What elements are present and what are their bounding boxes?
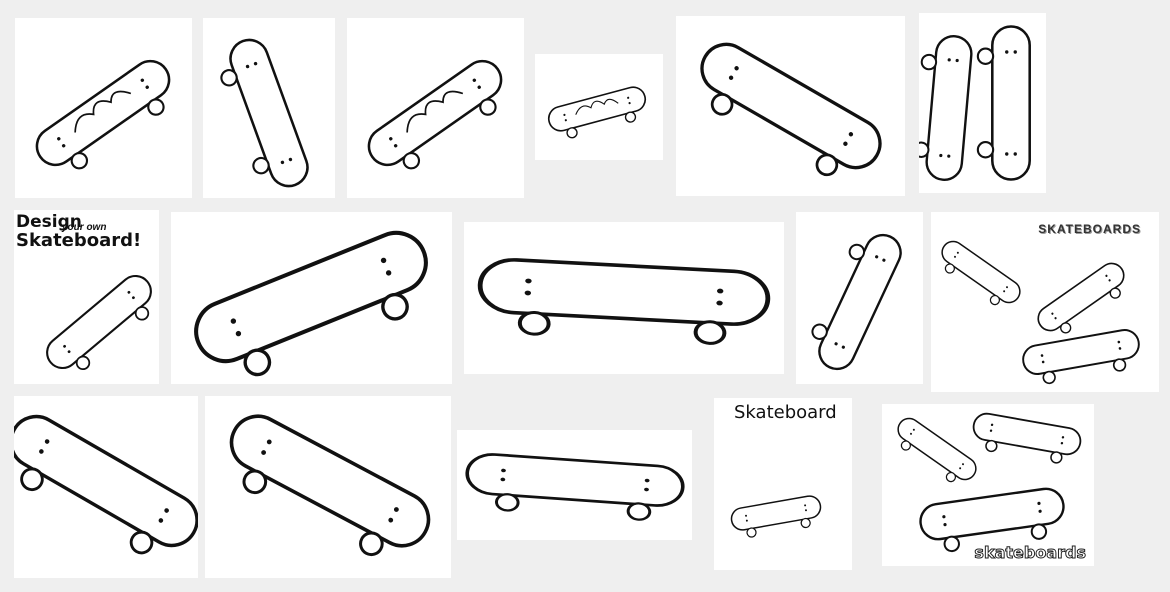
image-result-3[interactable]: [347, 18, 524, 198]
caption: your own: [62, 222, 107, 233]
caption: Skateboard!: [16, 230, 142, 251]
skateboard-image: [210, 405, 440, 575]
caption: Design: [16, 212, 82, 232]
image-result-10[interactable]: [796, 212, 923, 384]
skateboard-image: [14, 405, 198, 574]
skateboard-image: [28, 52, 186, 186]
image-result-15[interactable]: Skateboard: [714, 398, 852, 570]
image-result-9[interactable]: [464, 222, 784, 374]
image-result-2[interactable]: [203, 18, 335, 198]
image-result-8[interactable]: [171, 212, 452, 384]
image-result-11[interactable]: SKATEBOARDS: [931, 212, 1159, 392]
skateboard-image: [545, 83, 652, 144]
skateboard-image: [210, 33, 315, 198]
skateboard-image: [171, 212, 452, 384]
caption: SKATEBOARDS: [1038, 222, 1141, 236]
caption: skateboards: [974, 543, 1087, 563]
image-result-1[interactable]: [15, 18, 192, 198]
image-result-12[interactable]: [14, 396, 198, 578]
skateboard-image: [464, 222, 784, 374]
skateboard-image: [888, 410, 1084, 557]
image-result-14[interactable]: [457, 430, 692, 540]
skateboard-image: [463, 450, 686, 525]
image-result-5[interactable]: [676, 16, 905, 196]
image-result-7[interactable]: Design your own Skateboard!: [14, 210, 159, 384]
image-result-13[interactable]: [205, 396, 451, 578]
caption: Skateboard: [734, 402, 837, 423]
skateboard-image: [729, 493, 825, 541]
skateboard-image: [360, 52, 518, 186]
skateboard-image: [800, 222, 908, 376]
image-result-16[interactable]: skateboards: [882, 404, 1094, 566]
image-result-6[interactable]: [919, 13, 1046, 193]
skateboard-image: [932, 236, 1144, 389]
skateboard-image: [682, 33, 891, 195]
image-result-4[interactable]: [535, 54, 663, 160]
skateboard-image: [39, 268, 159, 384]
skateboard-image: [919, 25, 1031, 183]
